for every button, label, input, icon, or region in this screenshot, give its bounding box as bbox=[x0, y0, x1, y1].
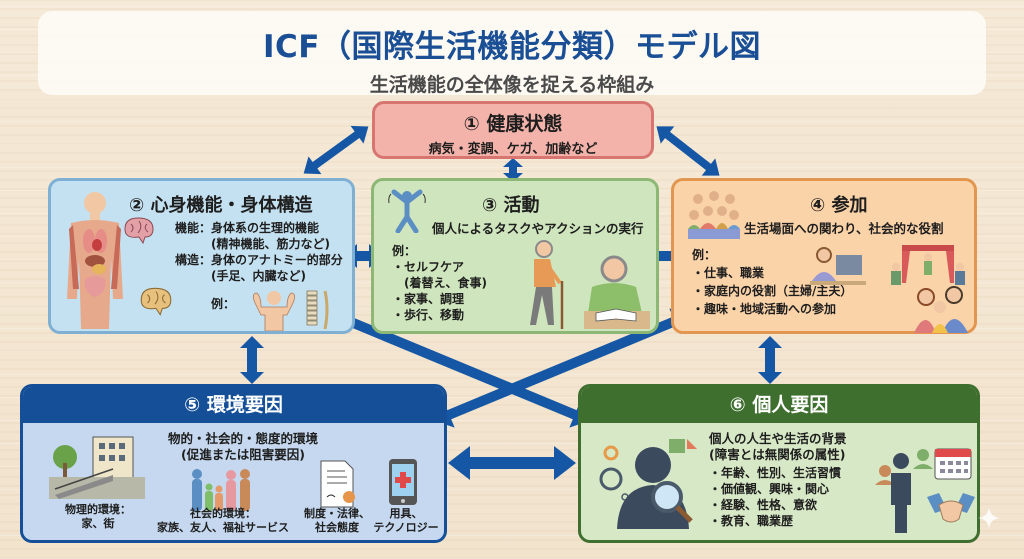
group-people-icon bbox=[688, 191, 740, 239]
page-title: ICF（国際生活機能分類）モデル図 bbox=[263, 29, 761, 65]
certificate-icon bbox=[320, 460, 355, 508]
participation-example-label: 例： bbox=[692, 248, 717, 262]
health-condition-box: ① 健康状態 病気・変調、ケガ、加齢など bbox=[372, 101, 654, 159]
arrow-participation-personal bbox=[758, 336, 782, 384]
header: ICF（国際生活機能分類）モデル図 生活機能の全体像を捉える枠組み bbox=[38, 11, 986, 96]
personal-factors-box: ⑥ 個人要因 個人の人生や生活の背景 (障害とは無関係の属性) ・年齢、性別、生… bbox=[578, 384, 980, 543]
personal-item: ・価値観、興味・関心 bbox=[709, 482, 830, 496]
environment-item-label: 家族、友人、福祉サービス bbox=[157, 521, 289, 534]
environment-item-label: 制度・法律、 bbox=[304, 507, 370, 520]
page-subtitle: 生活機能の全体像を捉える枠組み bbox=[369, 74, 655, 96]
medical-smartphone-icon bbox=[389, 459, 417, 505]
personal-subtitle: (障害とは無関係の属性) bbox=[709, 447, 846, 462]
person-network-icon bbox=[875, 449, 933, 533]
arrow-health-participation bbox=[656, 126, 720, 176]
handshake-icon bbox=[927, 493, 975, 523]
environmental-factors-box: ⑤ 環境要因 物的・社会的・態度的環境 (促進または阻害要因) 物理的環境： 家… bbox=[20, 384, 447, 543]
environment-subtitle: 物的・社会的・態度的環境 bbox=[167, 431, 318, 446]
arrow-body-environment bbox=[240, 336, 264, 384]
participation-subtitle: 生活場面への関わり、社会的な役割 bbox=[744, 221, 944, 236]
brain-icon bbox=[140, 287, 172, 316]
stage-performance-icon bbox=[891, 245, 965, 285]
participation-box: ④ 参加 生活場面への関わり、社会的な役割 例： ・仕事、職業 ・家庭内の役割（… bbox=[671, 178, 977, 334]
arrow-environment-personal bbox=[448, 446, 576, 480]
environment-title: ⑤ 環境要因 bbox=[23, 387, 444, 423]
elderly-walking-cane-icon bbox=[530, 240, 564, 329]
environment-item-label: 用具、 bbox=[389, 507, 423, 520]
office-worker-icon bbox=[810, 247, 866, 285]
personal-item: ・年齢、性別、生活習慣 bbox=[709, 466, 842, 480]
environment-item-label: テクノロジー bbox=[373, 521, 439, 534]
body-line: (手足、内臓など) bbox=[175, 269, 306, 283]
family-icon bbox=[914, 286, 968, 333]
stretching-person-icon bbox=[388, 189, 426, 233]
body-line: (精神機能、筋力など) bbox=[175, 237, 330, 251]
body-example-label: 例： bbox=[211, 297, 236, 311]
activity-item: (着替え、食事) bbox=[392, 276, 487, 290]
activity-item: ・セルフケア bbox=[392, 260, 465, 274]
health-title: ① 健康状態 bbox=[463, 113, 563, 135]
environment-item-label: 物理的環境： bbox=[65, 503, 131, 516]
activity-example-label: 例： bbox=[392, 244, 417, 258]
environment-item-label: 社会態度 bbox=[315, 521, 359, 534]
muscular-man-icon bbox=[253, 291, 295, 331]
family-group-icon bbox=[192, 469, 250, 511]
activity-item: ・歩行、移動 bbox=[392, 308, 465, 322]
activity-title: ③ 活動 bbox=[482, 195, 540, 216]
participation-item: ・趣味・地域活動への参加 bbox=[692, 302, 837, 316]
personal-title: ⑥ 個人要因 bbox=[581, 387, 977, 423]
environment-item-label: 家、街 bbox=[81, 517, 115, 530]
activity-subtitle: 個人によるタスクやアクションの実行 bbox=[432, 221, 644, 236]
activity-item: ・家事、調理 bbox=[392, 292, 465, 306]
personal-subtitle: 個人の人生や生活の背景 bbox=[709, 431, 847, 446]
calendar-icon bbox=[934, 448, 972, 480]
arrow-health-body bbox=[303, 125, 369, 175]
environment-subtitle: (促進または阻害要因) bbox=[181, 447, 305, 462]
environment-item-label: 社会的環境： bbox=[190, 507, 256, 520]
participation-item: ・仕事、職業 bbox=[692, 266, 765, 280]
anatomy-figure-icon bbox=[67, 192, 123, 329]
sparkle-icon bbox=[978, 507, 1000, 529]
spine-icon bbox=[306, 290, 329, 330]
elderly-writing-icon bbox=[584, 255, 650, 329]
silhouette-magnifier-icon bbox=[599, 439, 697, 529]
body-line: 機能：身体系の生理的機能 bbox=[175, 221, 320, 235]
body-line: 構造：身体のアナトミー的部分 bbox=[175, 253, 343, 267]
body-title: ② 心身機能・身体構造 bbox=[129, 195, 313, 216]
brain-icon bbox=[124, 217, 154, 245]
personal-item: ・経験、性格、意欲 bbox=[709, 498, 818, 512]
activity-box: ③ 活動 個人によるタスクやアクションの実行 例： ・セルフケア (着替え、食事… bbox=[371, 178, 659, 334]
personal-item: ・教育、職業歴 bbox=[709, 514, 794, 528]
participation-item: ・家庭内の役割（主婦/主夫） bbox=[692, 284, 853, 298]
body-functions-box: ② 心身機能・身体構造 機能：身体系の生理的機能 (精神機能、筋力など) 構造：… bbox=[48, 178, 355, 334]
participation-title: ④ 参加 bbox=[810, 195, 868, 216]
health-subtitle: 病気・変調、ケガ、加齢など bbox=[428, 142, 598, 157]
building-ramp-icon bbox=[49, 436, 145, 499]
